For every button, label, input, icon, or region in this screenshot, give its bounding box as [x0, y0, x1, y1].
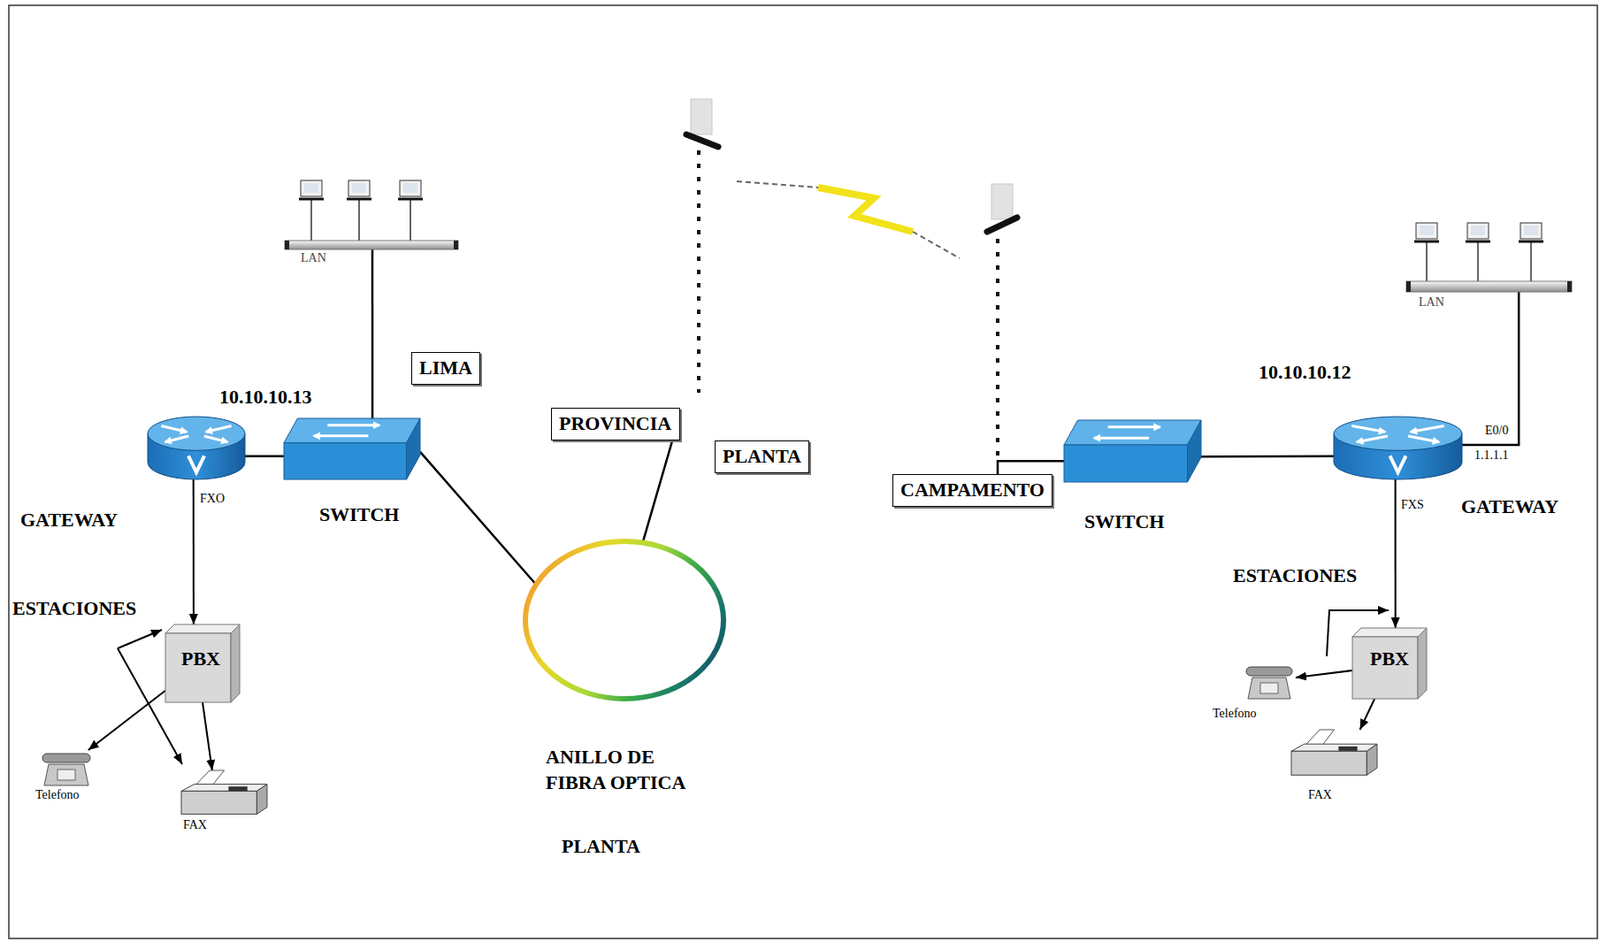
node-label: GATEWAY	[20, 508, 118, 532]
node-label: CAMPAMENTO	[900, 478, 1045, 502]
lan-segment: LAN	[1406, 217, 1572, 292]
text-label: 1.1.1.1	[1474, 448, 1509, 464]
network-switch: SWITCH	[1064, 420, 1202, 483]
node-label: PBX	[1370, 647, 1409, 671]
connector-line	[1360, 698, 1376, 730]
node-label: PLANTA	[561, 834, 641, 858]
node-label: LAN	[300, 251, 327, 267]
node-label: PROVINCIA	[558, 412, 672, 436]
location-box: CAMPAMENTO	[892, 474, 1053, 507]
connector-line	[88, 690, 166, 751]
node-label: Telefono	[1212, 706, 1257, 722]
location-box: PROVINCIA	[551, 407, 681, 441]
node-label: PBX	[181, 647, 221, 671]
text-label: ESTACIONES	[12, 597, 137, 621]
telephone: Telefono	[1242, 663, 1296, 699]
router-symbol	[147, 416, 245, 480]
ring-symbol	[521, 537, 728, 703]
lan-segment: LAN	[284, 175, 459, 250]
connector-line	[420, 451, 536, 585]
location-box: LIMA	[411, 352, 481, 385]
connector-line	[1201, 454, 1334, 458]
text-label: FXS	[1400, 497, 1424, 513]
voice-gateway: GATEWAY	[147, 416, 245, 480]
node-label: FAX	[1308, 788, 1333, 804]
switch-symbol	[1064, 420, 1202, 483]
text-label: ESTACIONES	[1232, 564, 1357, 588]
fax-symbol	[181, 770, 268, 817]
switch-symbol	[283, 418, 421, 480]
telephone: Telefono	[38, 750, 94, 786]
connector-line	[371, 249, 375, 419]
node-label: LAN	[1418, 295, 1445, 311]
pbx-box: PBX	[1352, 627, 1427, 699]
radio-tower	[987, 183, 1018, 461]
node-label: LIMA	[419, 356, 473, 380]
pbx-box: PBX	[165, 624, 240, 703]
location-box: PLANTA	[714, 440, 810, 474]
node-label: SWITCH	[319, 503, 399, 527]
fiber-ring: ANILLO DE FIBRA OPTICAPLANTA	[521, 537, 728, 703]
connector-line	[202, 702, 213, 771]
connector-line	[643, 440, 673, 543]
radio-link	[736, 181, 960, 259]
fax-machine: FAX	[181, 770, 268, 817]
voice-gateway: GATEWAY	[1333, 416, 1463, 480]
fax-machine: FAX	[1291, 729, 1378, 778]
radio-tower	[686, 99, 719, 393]
text-label: FXO	[199, 491, 225, 507]
fax-symbol	[1291, 729, 1378, 778]
connector-line	[1394, 479, 1397, 628]
phone-symbol	[1242, 663, 1296, 699]
router-symbol	[1333, 416, 1463, 480]
text-label: E0/0	[1485, 423, 1509, 439]
node-label: FAX	[183, 818, 207, 834]
connector-line	[192, 479, 195, 625]
phone-symbol	[38, 750, 94, 786]
text-label: 10.10.10.13	[219, 385, 313, 409]
station-arrows	[117, 610, 1389, 765]
connector-line	[1462, 291, 1519, 445]
node-label: PLANTA	[722, 444, 802, 468]
node-label: SWITCH	[1084, 510, 1164, 534]
node-label: ANILLO DE FIBRA OPTICA	[545, 744, 698, 796]
network-switch: SWITCH	[283, 418, 421, 480]
text-label: 10.10.10.12	[1258, 360, 1352, 384]
connector-line	[997, 460, 1065, 475]
connector-line	[244, 454, 284, 458]
node-label: Telefono	[35, 788, 80, 804]
lan-symbol	[1406, 217, 1572, 292]
lan-symbol	[284, 175, 459, 250]
connector-line	[1295, 670, 1353, 678]
frame-border	[8, 5, 1598, 939]
node-label: GATEWAY	[1461, 495, 1559, 519]
